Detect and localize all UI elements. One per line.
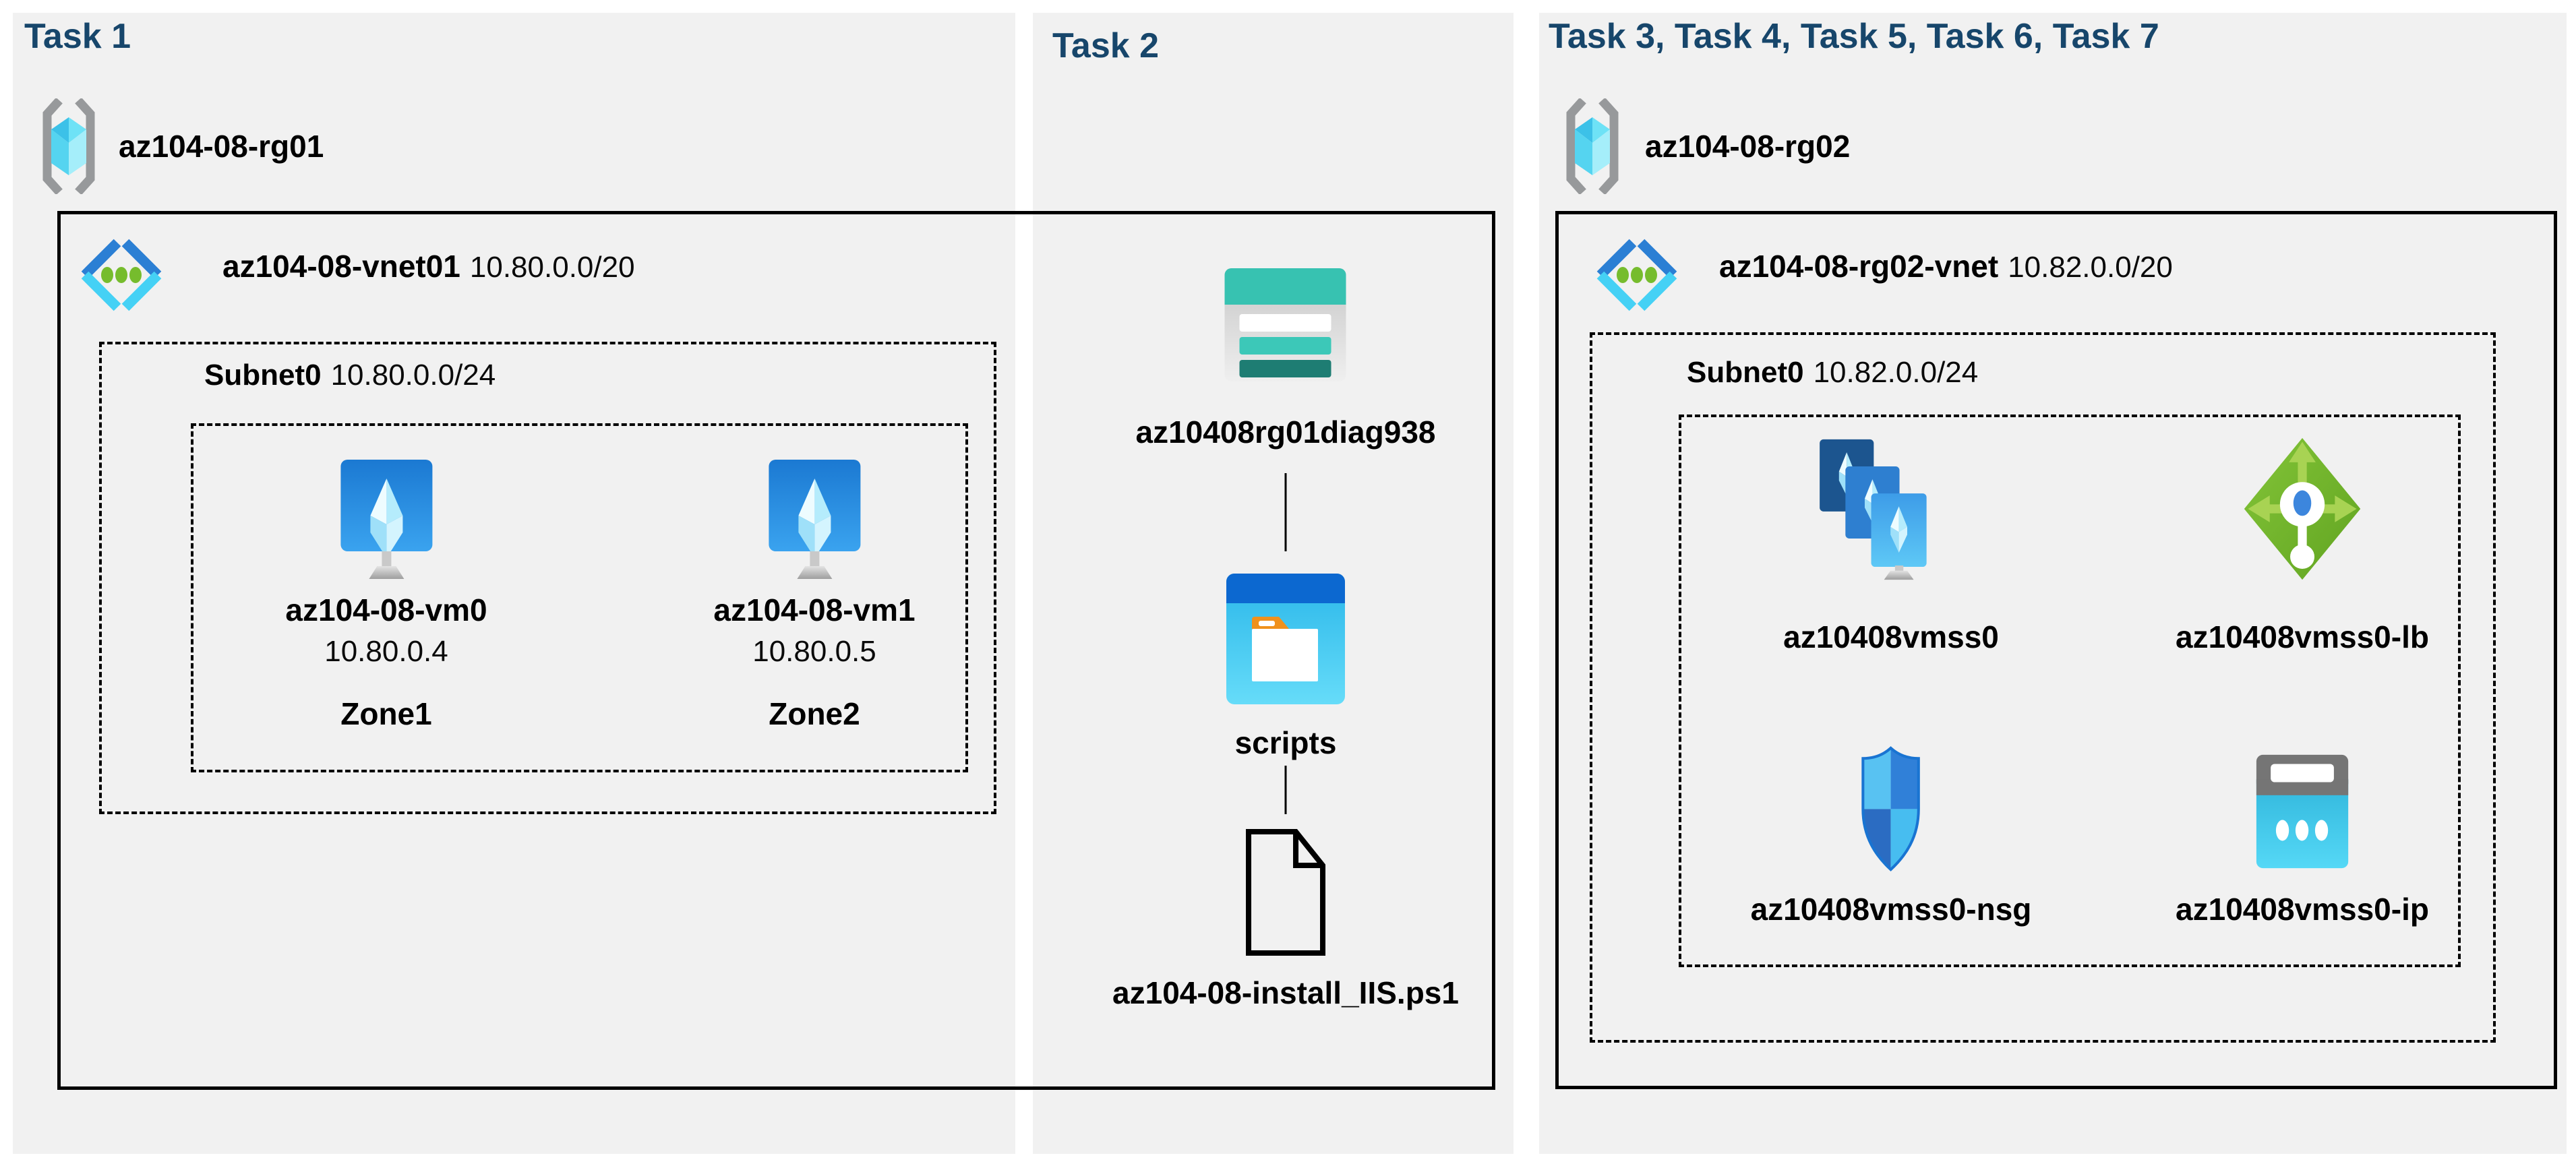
resource-group-label: az104-08-rg01 bbox=[119, 129, 324, 164]
virtual-machine-icon bbox=[340, 460, 432, 579]
vnet1-cidr: 10.80.0.0/20 bbox=[469, 251, 635, 284]
heading-task3to7: Task 3, Task 4, Task 5, Task 6, Task 7 bbox=[1549, 17, 2159, 56]
virtual-machine-icon bbox=[768, 460, 860, 579]
subnet2-name: Subnet0 bbox=[1687, 356, 1804, 389]
heading-task2: Task 2 bbox=[1052, 26, 1160, 65]
resource-group-icon bbox=[39, 98, 98, 194]
resource-label: az10408vmss0-ip bbox=[2176, 892, 2429, 927]
vnet1-label: az104-08-vnet01 10.80.0.0/20 bbox=[222, 248, 635, 293]
vm-name: az104-08-vm0 bbox=[285, 592, 487, 627]
vnet2-box bbox=[1555, 211, 2557, 1089]
vnet1-name: az104-08-vnet01 bbox=[222, 249, 460, 284]
vm-name: az104-08-vm1 bbox=[713, 592, 916, 627]
virtual-network-icon bbox=[76, 237, 167, 318]
panel-task3to7 bbox=[1539, 13, 2567, 1154]
vm-ip: 10.80.0.4 bbox=[324, 635, 448, 668]
resource-group-icon bbox=[1563, 98, 1622, 194]
connector-container-to-file bbox=[1284, 766, 1287, 814]
vmss-resources-box bbox=[1679, 415, 2461, 967]
file-icon bbox=[1246, 829, 1325, 956]
subnet2-box bbox=[1590, 332, 2496, 1043]
storage-account-label: az10408rg01diag938 bbox=[1135, 415, 1436, 450]
vnet2-name: az104-08-rg02-vnet bbox=[1719, 249, 1999, 284]
vm-ip: 10.80.0.5 bbox=[752, 635, 876, 668]
container-group: scripts bbox=[1225, 572, 1346, 761]
resource-label: az10408vmss0 bbox=[1783, 619, 1999, 654]
vnet2-label: az104-08-rg02-vnet 10.82.0.0/20 bbox=[1719, 248, 2173, 293]
vm-scale-set-icon bbox=[1819, 439, 1927, 580]
vm-zone-box bbox=[191, 423, 968, 772]
vm-zone: Zone2 bbox=[769, 696, 860, 731]
resource-label: az10408vmss0-lb bbox=[2176, 619, 2429, 654]
vnet2-cidr: 10.82.0.0/20 bbox=[2008, 251, 2173, 284]
connector-storage-to-container bbox=[1284, 473, 1287, 551]
blob-container-icon bbox=[1226, 574, 1345, 704]
storage-account-icon bbox=[1224, 268, 1346, 381]
network-security-group-icon bbox=[1861, 746, 1921, 871]
vm-group-1: az104-08-vm1 10.80.0.5 Zone2 bbox=[713, 458, 916, 732]
script-file-label: az104-08-install_IIS.ps1 bbox=[1112, 975, 1459, 1010]
subnet2-label: Subnet0 10.82.0.0/24 bbox=[1687, 355, 1978, 391]
vm-group-0: az104-08-vm0 10.80.0.4 Zone1 bbox=[285, 458, 487, 732]
container-label: scripts bbox=[1234, 725, 1337, 760]
heading-task1: Task 1 bbox=[24, 17, 131, 56]
resource-group-item-nsg: az10408vmss0-nsg bbox=[1750, 745, 2032, 927]
resource-group-label: az104-08-rg02 bbox=[1645, 129, 1851, 164]
subnet1-box bbox=[99, 342, 996, 814]
subnet1-cidr: 10.80.0.0/24 bbox=[330, 359, 496, 392]
resource-label: az10408vmss0-nsg bbox=[1750, 892, 2032, 927]
vm-zone: Zone1 bbox=[340, 696, 432, 731]
panel-task1 bbox=[13, 13, 1015, 1154]
vnet1-box bbox=[57, 211, 1495, 1090]
resource-group-item-ip: az10408vmss0-ip bbox=[2176, 754, 2429, 927]
subnet2-cidr: 10.82.0.0/24 bbox=[1813, 356, 1979, 389]
script-file-group: az104-08-install_IIS.ps1 bbox=[1112, 828, 1459, 1011]
load-balancer-icon bbox=[2244, 437, 2361, 580]
resource-group-item-lb: az10408vmss0-lb bbox=[2176, 435, 2429, 655]
virtual-network-icon bbox=[1591, 237, 1683, 318]
storage-account-group: az10408rg01diag938 bbox=[1135, 267, 1436, 450]
resource-group-item-vmss: az10408vmss0 bbox=[1783, 438, 1999, 655]
subnet1-name: Subnet0 bbox=[204, 359, 322, 392]
public-ip-icon bbox=[2256, 754, 2349, 869]
